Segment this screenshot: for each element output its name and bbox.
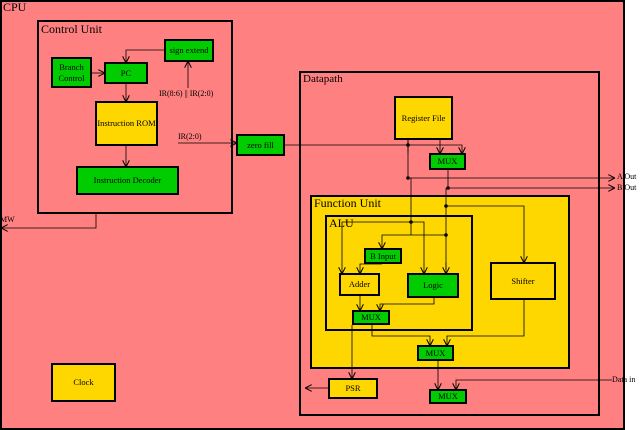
- alu-mux-block: MUX: [352, 310, 390, 325]
- zero-fill-block: zero fill: [236, 134, 285, 156]
- binput-to-adder-wire: [360, 263, 382, 273]
- mw-wire: [2, 214, 97, 228]
- junction-dot: [406, 176, 410, 180]
- a-to-logic-wire: [411, 221, 424, 273]
- datapath-title: Datapath: [303, 73, 343, 85]
- sign-extend-block: sign extend: [164, 39, 214, 62]
- a-to-adder-wire: [342, 221, 411, 273]
- logic-block: Logic: [407, 273, 459, 298]
- junction-dot: [446, 186, 450, 190]
- function-unit-mux-block: MUX: [417, 345, 454, 361]
- shifter-to-fumux-wire: [447, 300, 525, 345]
- instruction-decoder-block: Instruction Decoder: [76, 166, 179, 195]
- function-unit-title: Function Unit: [314, 196, 382, 210]
- alu-box: [325, 215, 473, 331]
- datapath-box: [299, 71, 600, 416]
- instruction-rom-block: Instruction ROM: [95, 101, 158, 146]
- junction-dot: [409, 220, 413, 224]
- alumux-to-fumux-wire: [371, 325, 430, 345]
- ir-zero-fill-label: IR(2:0): [178, 132, 202, 141]
- junction-dot: [444, 204, 448, 208]
- b-bus-wire: [447, 170, 614, 188]
- control-unit-title: Control Unit: [41, 22, 103, 36]
- junction-dot: [444, 233, 448, 237]
- shifter-block: Shifter: [490, 262, 556, 300]
- data-in-wire: [456, 379, 612, 389]
- logic-to-mux-wire: [380, 298, 435, 310]
- b-to-binput-wire: [382, 234, 446, 248]
- junction-dot: [406, 143, 410, 147]
- zero-fill-to-mux-wire: [285, 144, 462, 153]
- control-unit-box: [37, 20, 233, 214]
- adder-block: Adder: [339, 273, 380, 296]
- ir-sign-extend-label: IR(8:6) || IR(2:0): [159, 89, 214, 98]
- mw-label: MW: [0, 215, 15, 224]
- output-mux-block: MUX: [429, 389, 467, 404]
- branch-control-block: Branch Control: [51, 57, 92, 88]
- pc-block: PC: [104, 62, 148, 84]
- mux-top-block: MUX: [429, 153, 466, 170]
- b-out-label: B Out: [617, 183, 637, 192]
- data-in-label: Data in: [612, 375, 636, 384]
- b-input-block: B Input: [364, 248, 402, 264]
- clock-block: Clock: [51, 363, 116, 402]
- b-bus-shifter-wire: [446, 205, 524, 262]
- alu-title: ALU: [329, 216, 354, 230]
- cpu-title: CPU: [3, 0, 27, 14]
- psr-block: PSR: [328, 378, 378, 399]
- register-file-block: Register File: [394, 96, 453, 140]
- a-out-label: A Out: [617, 172, 637, 181]
